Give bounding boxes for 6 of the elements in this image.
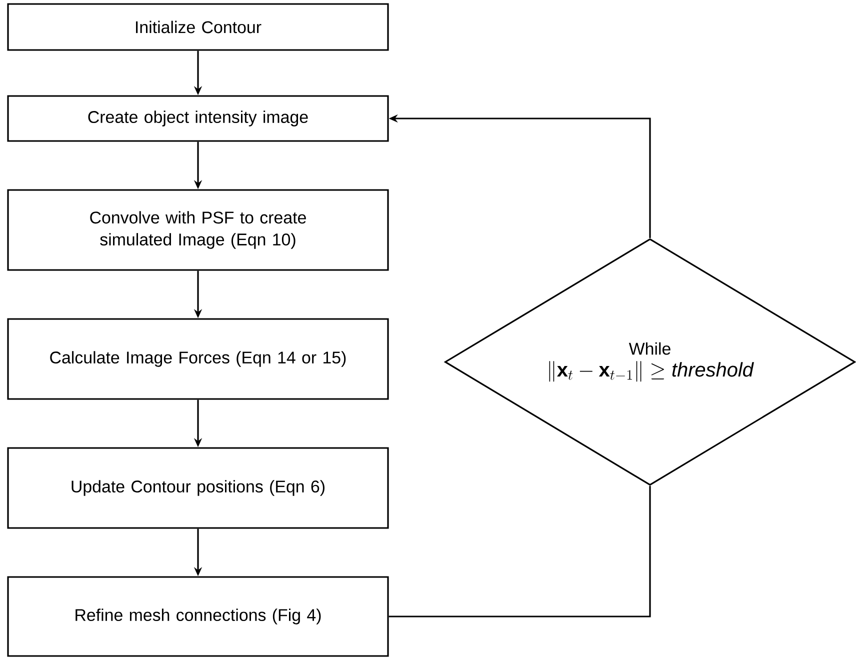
process-box: Initialize Contour (7, 3, 389, 51)
process-box: Create object intensity image (7, 95, 389, 142)
process-box: Update Contour positions (Eqn 6) (7, 447, 389, 529)
process-box: Convolve with PSF to create simulated Image (Eqn 10) (7, 189, 389, 271)
process-box: Refine mesh connections (Fig 4) (7, 576, 389, 657)
process-box: Calculate Image Forces (Eqn 14 or 15) (7, 318, 389, 400)
